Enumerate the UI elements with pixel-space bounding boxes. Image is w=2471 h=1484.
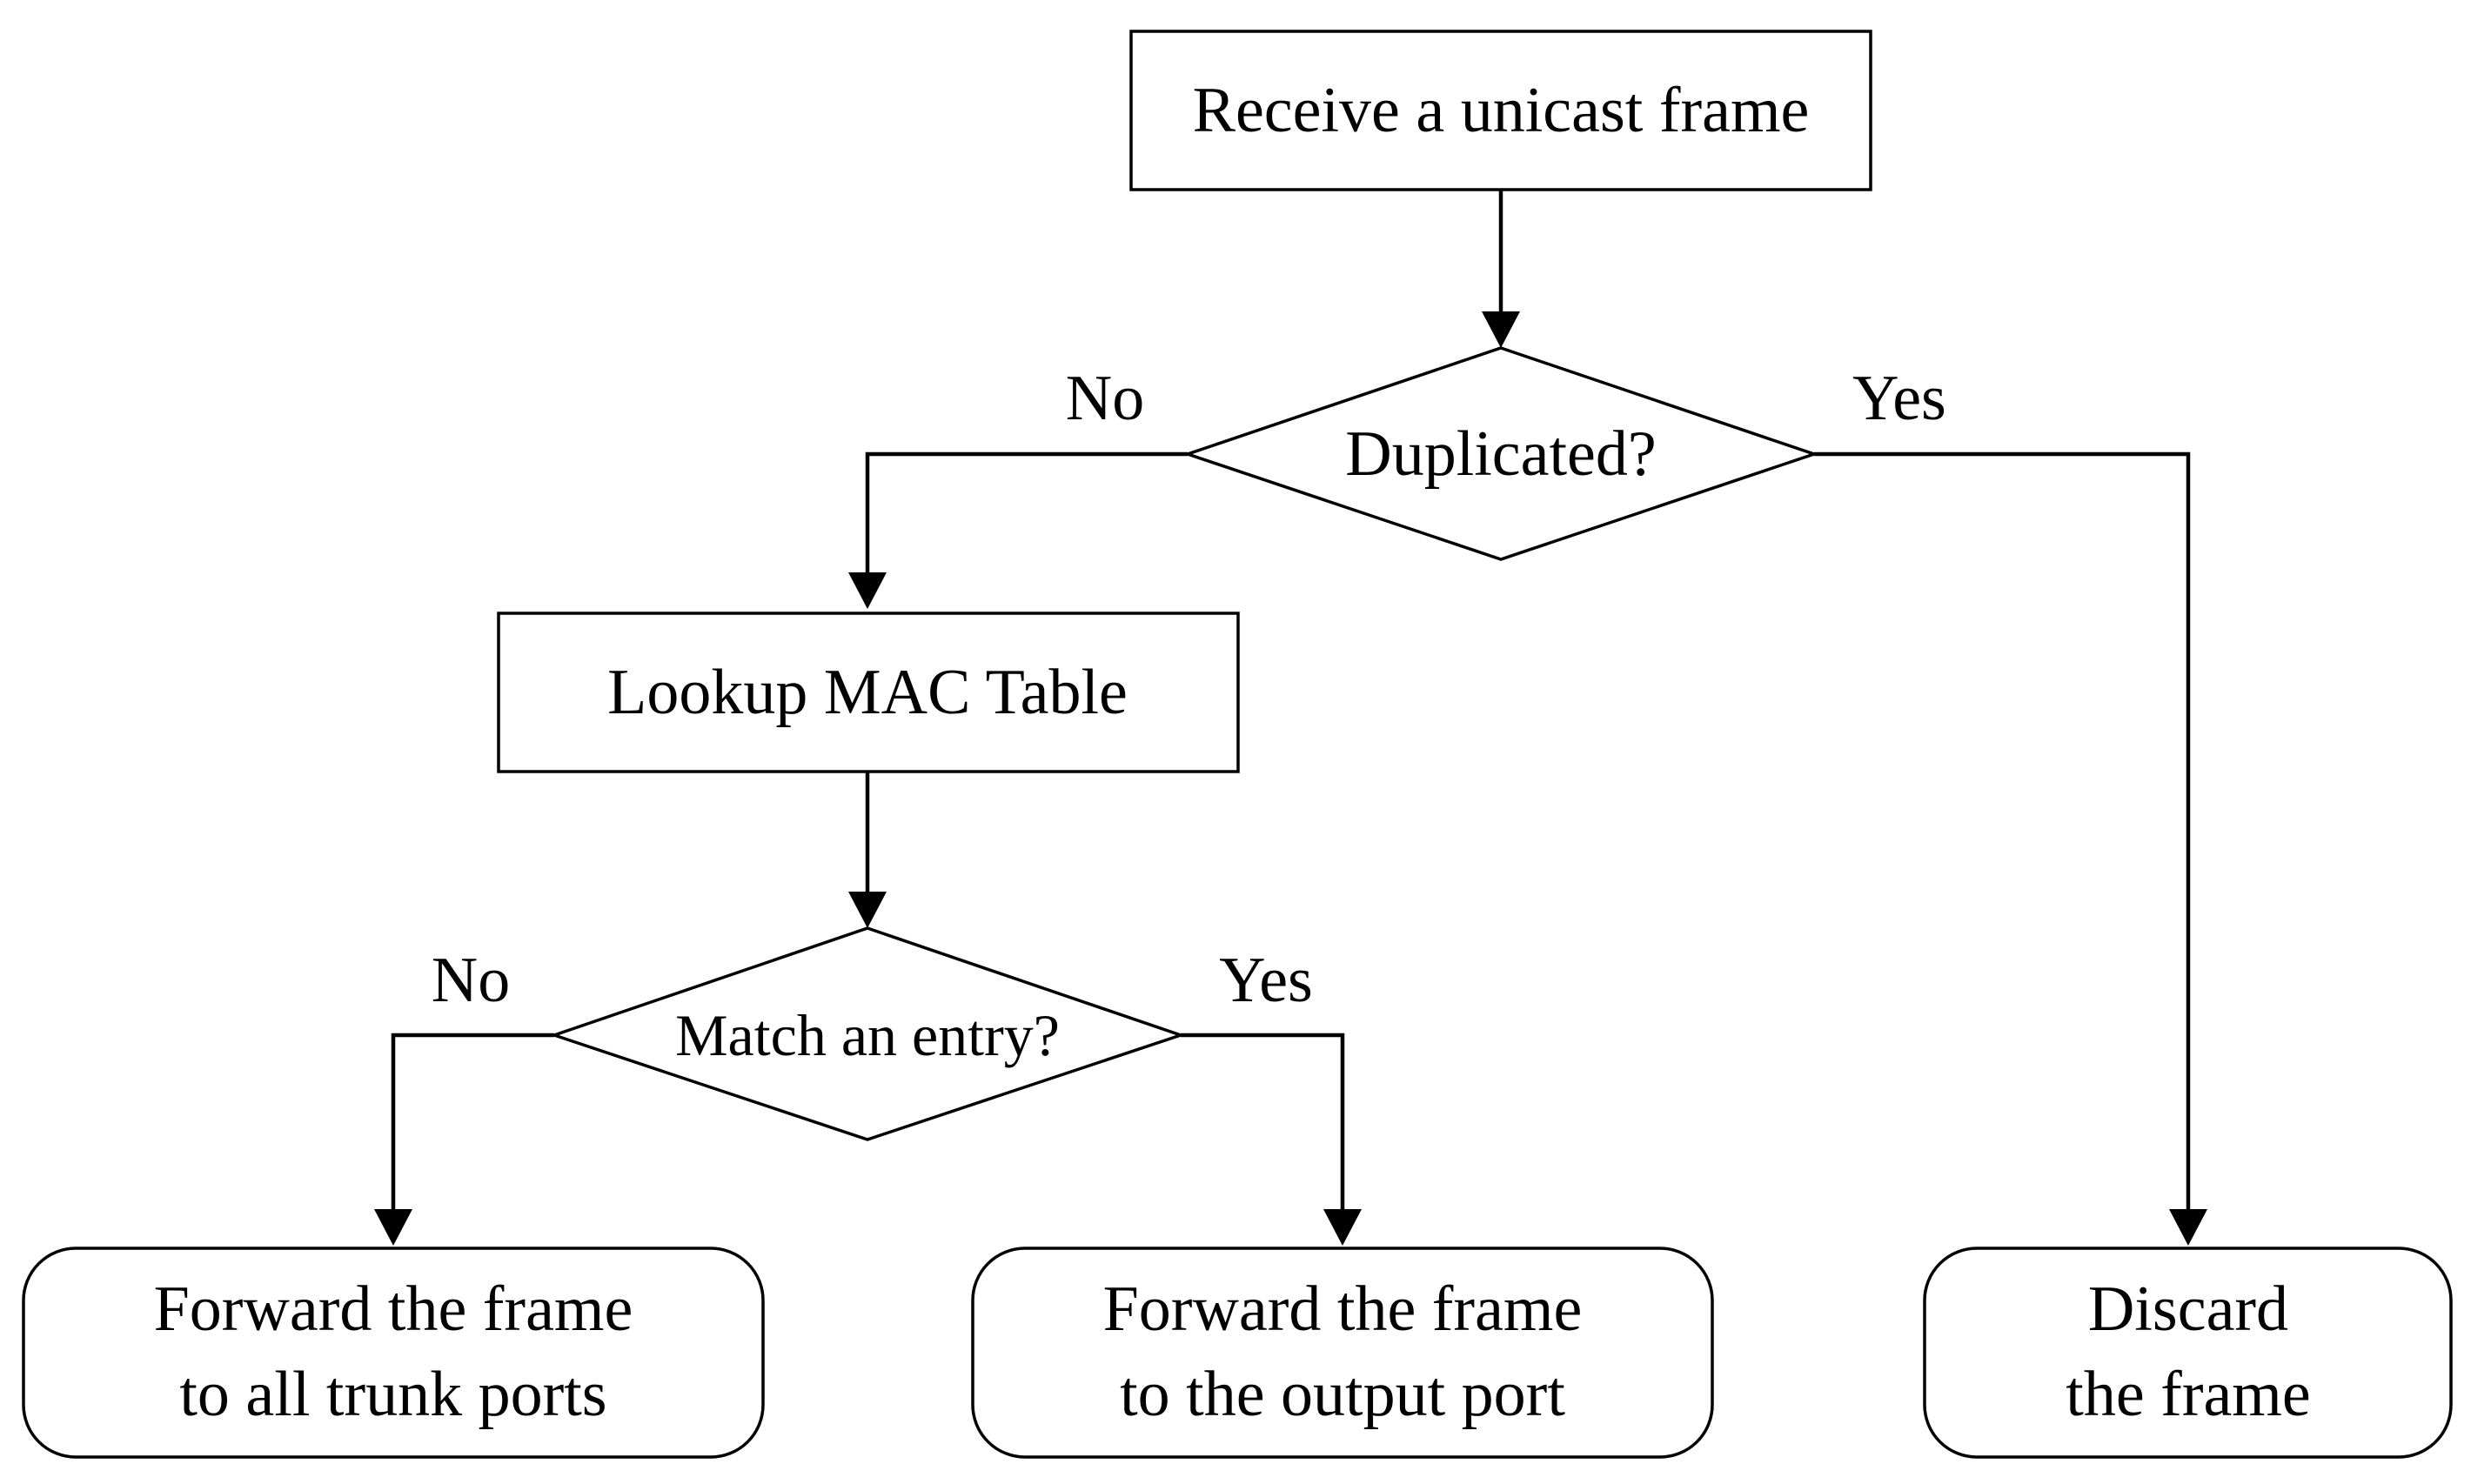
process-box [497, 612, 1240, 773]
arrow-duplicated-no-to-lookup [865, 451, 1188, 581]
node-match-label: Match an entry? [675, 1002, 1060, 1068]
node-forward-output: Forward the frame to the output port [971, 1247, 1714, 1459]
connectors [374, 190, 2207, 1246]
node-discard: Discard the frame [1923, 1247, 2453, 1459]
node-match: Match an entry? [549, 926, 1186, 1141]
node-receive: Receive a unicast frame [1129, 30, 1872, 191]
node-forward-trunk: Forward the frame to all trunk ports [22, 1247, 765, 1459]
arrowhead-duplicated [1482, 311, 1520, 348]
node-forward-output-line1: Forward the frame [1103, 1273, 1583, 1345]
arrowhead-match [848, 892, 887, 928]
arrow-duplicated-yes-to-discard [1814, 451, 2191, 1218]
node-discard-line2: the frame [2066, 1359, 2310, 1430]
arrowhead-forward-output [1323, 1209, 1362, 1246]
node-lookup: Lookup MAC Table [497, 612, 1240, 773]
terminal-box [22, 1247, 765, 1459]
arrowhead-lookup [848, 572, 887, 609]
terminal-box [1923, 1247, 2453, 1459]
node-discard-line1: Discard [2088, 1273, 2288, 1345]
decision-diamond [549, 926, 1186, 1141]
edge-labels: No Yes No Yes [432, 363, 1946, 1016]
arrowhead-forward-trunk [374, 1209, 412, 1246]
arrow-match-no-to-forward-trunk [391, 1033, 554, 1218]
terminal-box [971, 1247, 1714, 1459]
node-duplicated-label: Duplicated? [1345, 418, 1657, 490]
node-forward-output-line2: to the output port [1120, 1359, 1565, 1430]
node-duplicated: Duplicated? [1182, 346, 1819, 561]
decision-diamond [1182, 346, 1819, 561]
node-lookup-label: Lookup MAC Table [607, 657, 1128, 728]
node-forward-trunk-line1: Forward the frame [154, 1273, 633, 1345]
edge-label-duplicated-no: No [1066, 363, 1144, 434]
edge-label-match-no: No [432, 945, 510, 1016]
node-forward-trunk-line2: to all trunk ports [179, 1359, 606, 1430]
arrowhead-discard [2169, 1209, 2207, 1246]
arrow-match-yes-to-forward-output [1181, 1033, 1345, 1218]
process-box [1129, 30, 1872, 191]
edge-label-match-yes: Yes [1219, 945, 1313, 1016]
edge-label-duplicated-yes: Yes [1852, 363, 1946, 434]
node-receive-label: Receive a unicast frame [1193, 75, 1810, 146]
